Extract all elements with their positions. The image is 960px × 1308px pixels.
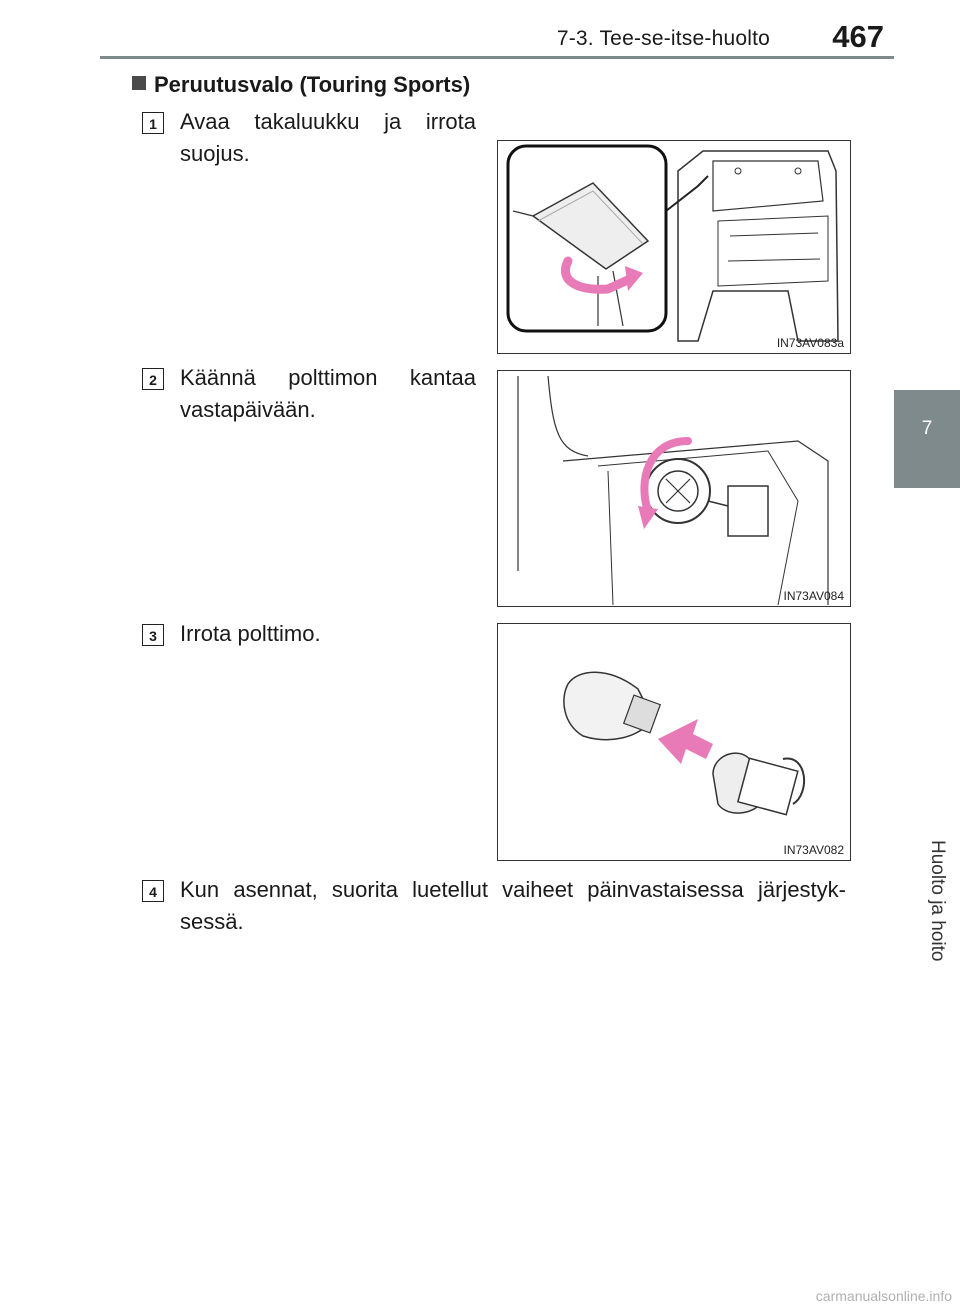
section-heading: Peruutusvalo (Touring Sports) [132,72,470,98]
page-number: 467 [832,19,884,54]
figure-step-2: IN73AV084 [497,370,851,607]
chapter-title: Huolto ja hoito [927,840,948,962]
step-text-4: Kun asennat, suorita luetellut vaiheet p… [180,877,846,934]
figure-code-3: IN73AV082 [783,843,845,857]
section-heading-text: Peruutusvalo (Touring Sports) [154,72,471,97]
step-number-4: 4 [142,880,164,902]
figure-step-3: IN73AV082 [497,623,851,861]
header-section-title: 7-3. Tee-se-itse-huolto [556,27,770,50]
step-number-3: 3 [142,624,164,646]
header-rule [100,56,894,59]
step-text-1: Avaa takaluukku ja irrota suojus. [180,109,476,166]
footer-watermark: carmanualsonline.info [815,1288,952,1304]
figure-code-2: IN73AV084 [783,589,845,603]
chapter-tab: 7 [894,390,960,488]
bulb-socket-illustration [517,375,829,605]
step-number-2: 2 [142,368,164,390]
step-text-2: Käännä polttimon kantaa vastapäivään. [180,365,476,422]
step-number-1: 1 [142,112,164,134]
step-text-3: Irrota polttimo. [180,621,321,646]
bulb-removal-illustration [563,671,806,816]
figure-step-1: IN73AV083a [497,140,851,354]
figure-code-1: IN73AV083a [776,336,844,350]
square-bullet-icon [132,76,146,90]
tailgate-cover-illustration [506,144,839,342]
chapter-number: 7 [921,418,933,439]
